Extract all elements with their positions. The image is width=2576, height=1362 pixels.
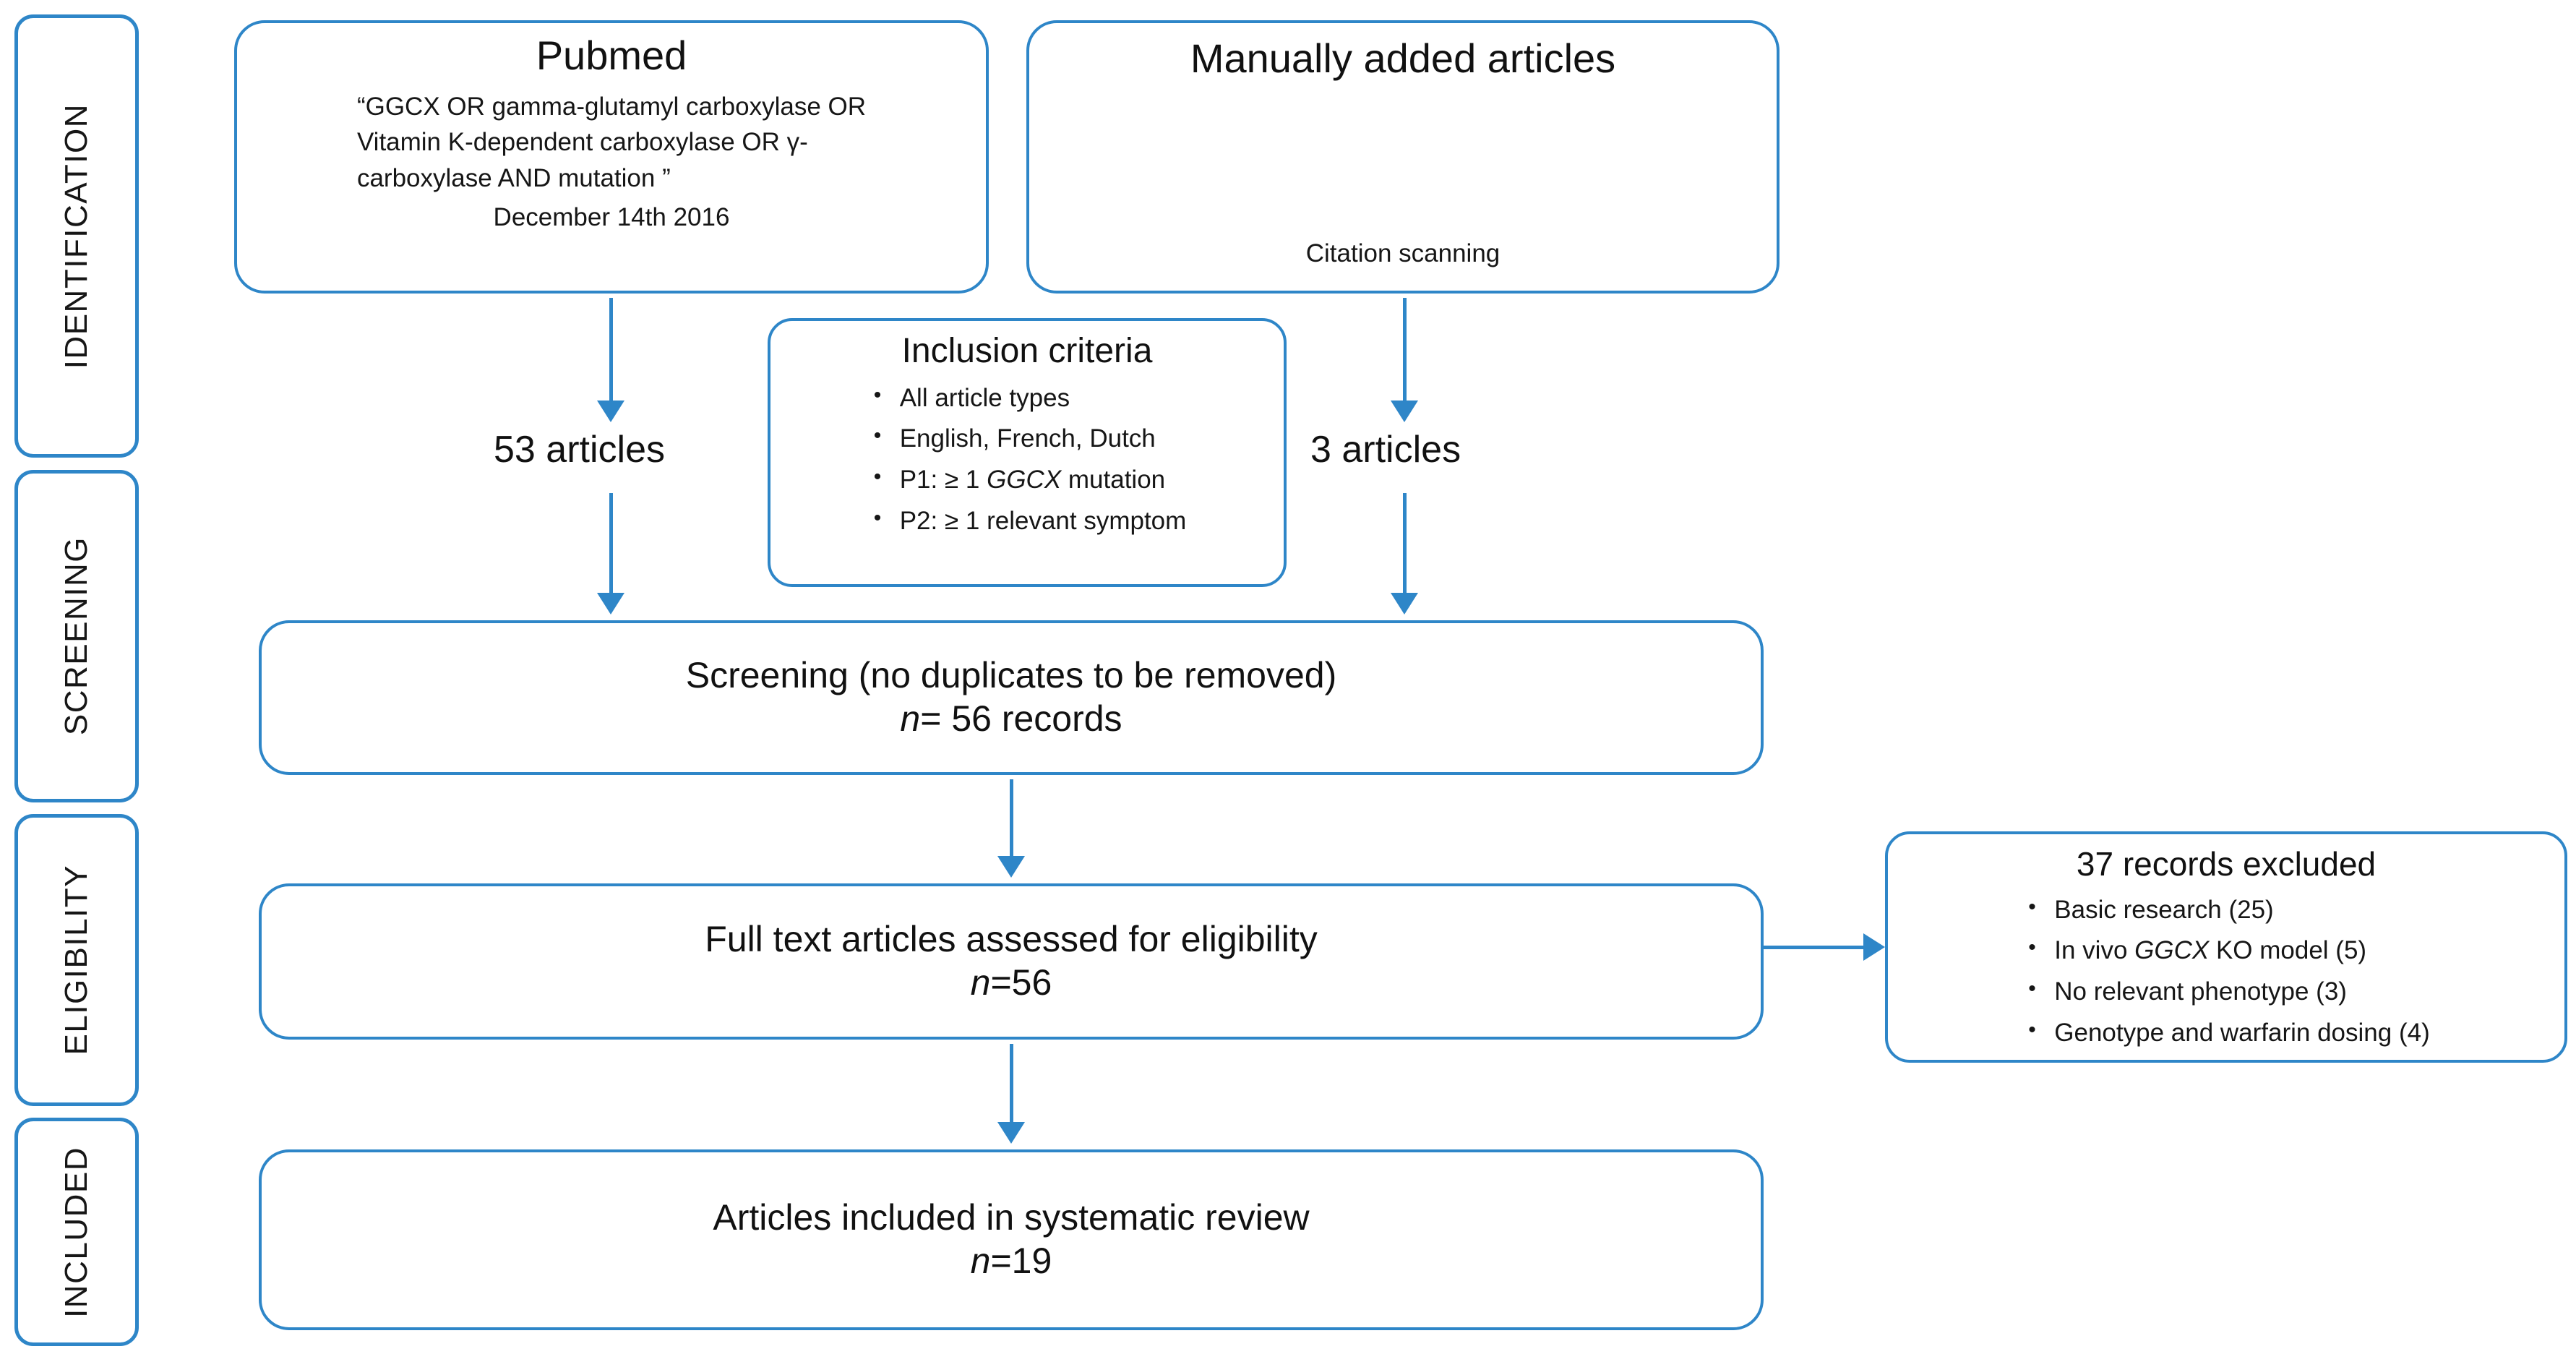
eligibility-n-value: =56: [990, 961, 1052, 1003]
stage-label-eligibility: ELIGIBILITY: [59, 865, 94, 1055]
list-item: P1: ≥ 1 GGCX mutation: [868, 460, 1187, 501]
arrow-screening-to-eligibility: [997, 856, 1025, 878]
count-label-manual: 3 articles: [1310, 429, 1461, 471]
records-excluded-content: 37 records excluded Basic research (25)I…: [1888, 834, 2564, 1060]
connector-count-to-screening-left: [609, 493, 613, 596]
eligibility-title: Full text articles assessed for eligibil…: [705, 919, 1318, 960]
stage-box-screening: SCREENING: [14, 470, 139, 802]
connector-eligibility-to-included: [1010, 1044, 1013, 1125]
panel-inclusion-criteria: Inclusion criteria All article typesEngl…: [768, 318, 1287, 587]
list-item: Basic research (25): [2022, 890, 2429, 931]
pubmed-query-line-1: “GGCX OR gamma-glutamyl carboxylase OR: [356, 92, 867, 121]
eligibility-n-prefix: n: [970, 961, 991, 1003]
list-item: Genotype and warfarin dosing (4): [2022, 1013, 2429, 1054]
arrow-count-to-screening-right: [1391, 593, 1418, 614]
panel-records-excluded: 37 records excluded Basic research (25)I…: [1885, 831, 2567, 1063]
connector-screening-to-eligibility: [1010, 779, 1013, 859]
gene-symbol: GGCX: [987, 466, 1062, 494]
inclusion-criteria-title: Inclusion criteria: [901, 332, 1153, 370]
stage-box-included: INCLUDED: [14, 1118, 139, 1346]
records-excluded-title: 37 records excluded: [2076, 845, 2377, 883]
list-item: All article types: [868, 378, 1187, 419]
manual-title: Manually added articles: [1190, 35, 1616, 81]
list-item: No relevant phenotype (3): [2022, 972, 2429, 1013]
pubmed-query-line-2: Vitamin K-dependent carboxylase OR γ-: [356, 128, 808, 157]
stage-label-identification: IDENTIFICATION: [59, 103, 94, 369]
connector-eligibility-to-excluded: [1764, 946, 1865, 949]
step-box-eligibility: Full text articles assessed for eligibil…: [259, 883, 1764, 1040]
arrow-eligibility-to-excluded: [1863, 933, 1885, 961]
manual-method: Citation scanning: [1305, 239, 1500, 268]
manual-content: Manually added articles Citation scannin…: [1029, 23, 1777, 291]
stage-label-screening: SCREENING: [59, 536, 94, 736]
pubmed-content: Pubmed “GGCX OR gamma-glutamyl carboxyla…: [237, 23, 986, 291]
connector-pubmed-to-count: [609, 298, 613, 405]
stage-label-included: INCLUDED: [59, 1146, 94, 1318]
count-label-pubmed: 53 articles: [494, 429, 665, 471]
step-box-screening: Screening (no duplicates to be removed) …: [259, 620, 1764, 775]
arrow-manual-to-count: [1391, 401, 1418, 422]
connector-count-to-screening-right: [1403, 493, 1407, 596]
arrow-pubmed-to-count: [597, 401, 624, 422]
stage-box-eligibility: ELIGIBILITY: [14, 814, 139, 1106]
list-item: P2: ≥ 1 relevant symptom: [868, 501, 1187, 542]
screening-n-value: = 56 records: [920, 698, 1122, 739]
records-excluded-list: Basic research (25)In vivo GGCX KO model…: [2022, 890, 2429, 1054]
inclusion-criteria-content: Inclusion criteria All article typesEngl…: [770, 321, 1284, 584]
included-n-value: =19: [990, 1240, 1052, 1281]
pubmed-query-line-3: carboxylase AND mutation ”: [356, 164, 671, 193]
pubmed-title: Pubmed: [536, 33, 687, 78]
source-box-pubmed: Pubmed “GGCX OR gamma-glutamyl carboxyla…: [234, 20, 989, 294]
included-n-prefix: n: [970, 1240, 991, 1281]
included-count: n=19: [971, 1239, 1052, 1282]
inclusion-criteria-list: All article typesEnglish, French, DutchP…: [868, 378, 1187, 542]
arrow-count-to-screening-left: [597, 593, 624, 614]
step-box-included: Articles included in systematic review n…: [259, 1149, 1764, 1330]
arrow-eligibility-to-included: [997, 1122, 1025, 1144]
stage-box-identification: IDENTIFICATION: [14, 14, 139, 458]
pubmed-search-date: December 14th 2016: [493, 202, 730, 231]
screening-count: n= 56 records: [900, 697, 1122, 740]
pubmed-query: “GGCX OR gamma-glutamyl carboxylase OR V…: [357, 89, 866, 197]
gene-symbol: GGCX: [2134, 936, 2210, 965]
list-item: In vivo GGCX KO model (5): [2022, 930, 2429, 972]
screening-n-prefix: n: [900, 698, 921, 739]
connector-manual-to-count: [1403, 298, 1407, 405]
eligibility-count: n=56: [971, 961, 1052, 1004]
included-title: Articles included in systematic review: [713, 1197, 1310, 1238]
screening-title: Screening (no duplicates to be removed): [685, 655, 1337, 696]
list-item: English, French, Dutch: [868, 419, 1187, 460]
source-box-manual: Manually added articles Citation scannin…: [1026, 20, 1779, 294]
